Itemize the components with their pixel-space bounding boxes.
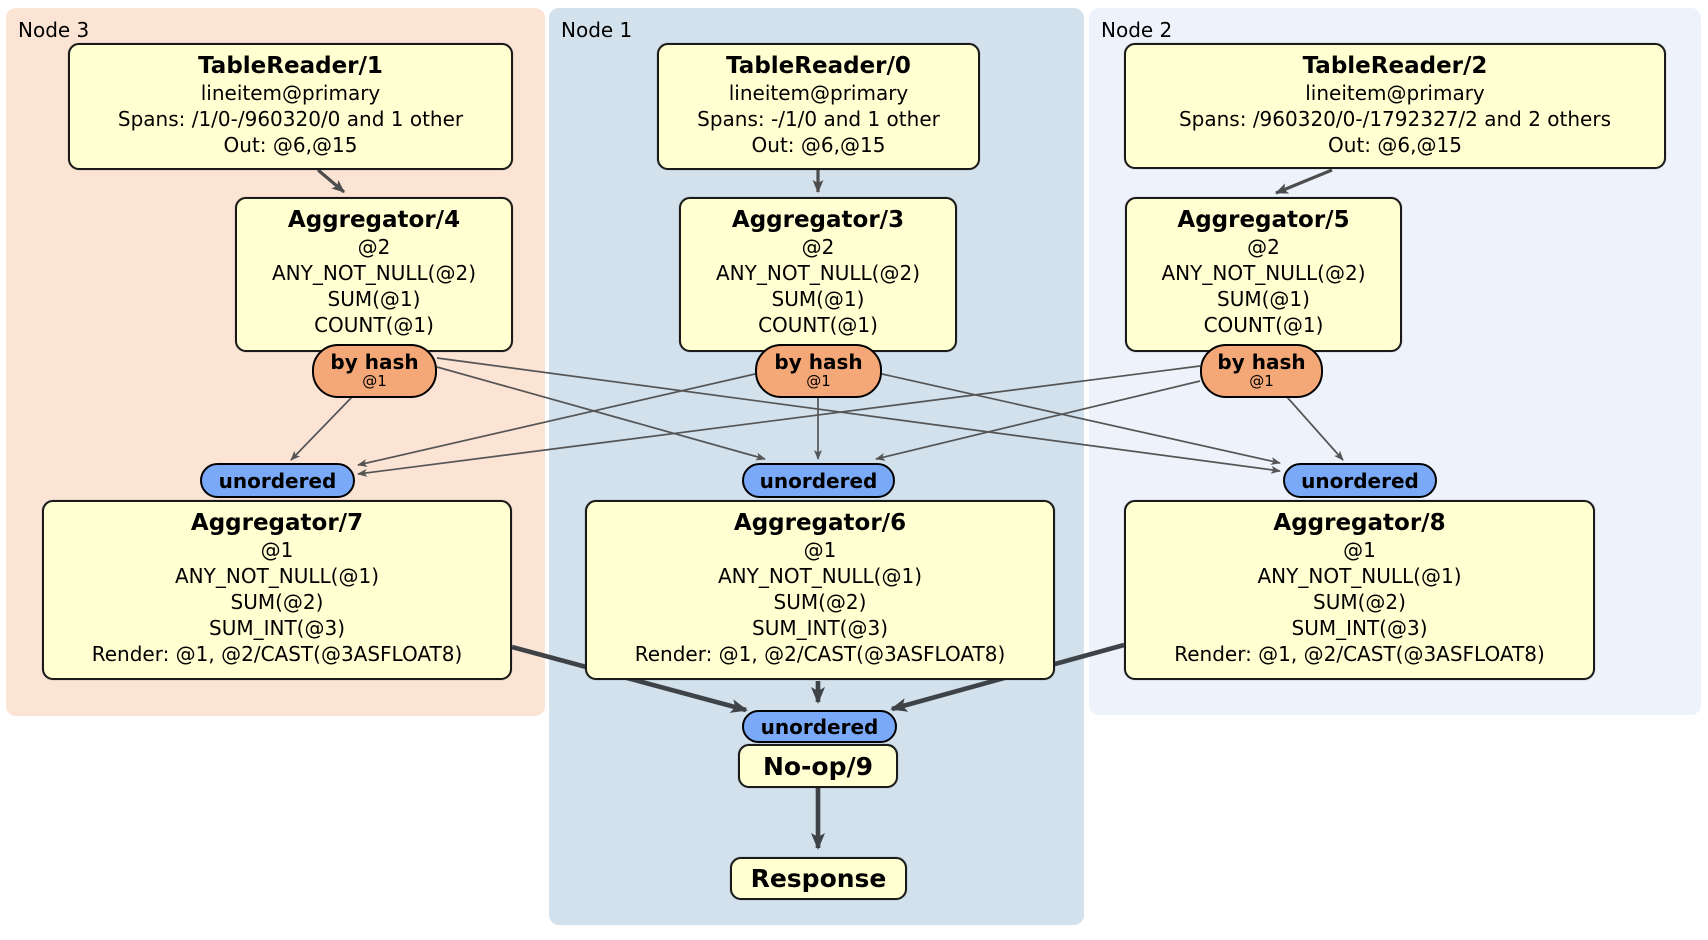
node-title: Response [750, 864, 887, 893]
node-line: @1 [260, 538, 294, 562]
edge-hash2-uno1 [357, 373, 756, 467]
stream-label: unordered [759, 468, 878, 493]
node-line: Out: @6,@15 [751, 133, 886, 157]
edge-hash3-uno3 [1286, 396, 1344, 461]
node-line: lineitem@primary [728, 81, 909, 105]
node-line: SUM(@2) [1313, 590, 1406, 614]
edge-hash1-uno2 [436, 366, 766, 461]
edge-tr1-agg4 [316, 168, 346, 194]
node-line: ANY_NOT_NULL(@1) [718, 564, 922, 588]
edge-tr2-agg5 [1275, 168, 1333, 195]
node-line: SUM(@1) [771, 287, 865, 311]
stream-label: unordered [218, 468, 337, 493]
node-line: SUM(@1) [327, 287, 421, 311]
router-by-hash-1: by hash @1 [312, 344, 437, 398]
node-line: ANY_NOT_NULL(@2) [272, 261, 476, 285]
node-line: Out: @6,@15 [1328, 133, 1462, 157]
region-node2-label: Node 2 [1101, 18, 1173, 42]
node-line: SUM(@2) [773, 590, 867, 614]
node-line: SUM_INT(@3) [1291, 616, 1428, 640]
edge-hash3-uno2 [875, 380, 1201, 461]
region-node1-label: Node 1 [561, 18, 633, 42]
stream-unordered-3: unordered [1283, 463, 1437, 498]
node-line: lineitem@primary [200, 81, 381, 105]
node-line: COUNT(@1) [1203, 313, 1324, 337]
node-line: ANY_NOT_NULL(@2) [716, 261, 920, 285]
router-by-hash-2: by hash @1 [755, 344, 882, 398]
node-line: Render: @1, @2/CAST(@3ASFLOAT8) [91, 642, 463, 666]
node-line: ANY_NOT_NULL(@2) [1161, 261, 1366, 285]
node-line: SUM_INT(@3) [209, 616, 345, 640]
node-line: Spans: -/1/0 and 1 other [697, 107, 940, 131]
node-line: SUM(@1) [1217, 287, 1310, 311]
node-line: lineitem@primary [1305, 81, 1485, 105]
router-label: by hash [1217, 350, 1306, 374]
node-title: Aggregator/8 [1273, 510, 1446, 536]
node-line: ANY_NOT_NULL(@1) [1257, 564, 1462, 588]
stream-unordered-2: unordered [742, 463, 895, 498]
stream-label: unordered [1301, 468, 1419, 493]
router-by-hash-3: by hash @1 [1200, 344, 1323, 398]
node-line: @2 [801, 235, 835, 259]
node-line: Spans: /960320/0-/1792327/2 and 2 others [1178, 107, 1611, 131]
node-line: COUNT(@1) [314, 313, 434, 337]
node-line: SUM(@2) [230, 590, 324, 614]
router-detail: @1 [1249, 372, 1274, 390]
node-title: TableReader/0 [726, 53, 911, 79]
edge-hash2-uno3 [881, 373, 1281, 465]
edge-hash3-uno1 [357, 365, 1201, 477]
node-title: Aggregator/3 [731, 207, 905, 233]
stream-unordered-4: unordered [742, 710, 897, 743]
node-title: Aggregator/5 [1177, 207, 1350, 233]
node-line: @1 [1343, 538, 1376, 562]
region-node3-label: Node 3 [18, 18, 90, 42]
tablereader-edges [316, 168, 1333, 195]
node-line: @2 [1247, 235, 1280, 259]
router-detail: @1 [806, 372, 831, 390]
router-detail: @1 [362, 372, 387, 390]
node-line: @1 [803, 538, 837, 562]
router-label: by hash [330, 350, 419, 374]
node-line: Spans: /1/0-/960320/0 and 1 other [117, 107, 464, 131]
node-line: ANY_NOT_NULL(@1) [175, 564, 379, 588]
node-title: Aggregator/4 [287, 207, 461, 233]
node-title: Aggregator/6 [733, 510, 907, 536]
edge-hash1-uno1 [290, 396, 353, 461]
node-line: Render: @1, @2/CAST(@3ASFLOAT8) [1174, 642, 1545, 666]
node-title: Aggregator/7 [190, 510, 364, 536]
router-edges [290, 357, 1344, 477]
node-noop-9: No-op/9 [738, 744, 898, 788]
node-line: Out: @6,@15 [223, 133, 358, 157]
node-title: TableReader/1 [198, 53, 383, 79]
node-line: @2 [357, 235, 391, 259]
node-line: COUNT(@1) [758, 313, 878, 337]
router-label: by hash [774, 350, 863, 374]
node-response: Response [730, 857, 907, 900]
stream-label: unordered [760, 714, 879, 739]
node-line: SUM_INT(@3) [752, 616, 888, 640]
edge-hash1-uno3 [436, 357, 1281, 474]
node-line: Render: @1, @2/CAST(@3ASFLOAT8) [634, 642, 1006, 666]
node-title: TableReader/2 [1302, 53, 1488, 79]
node-title: No-op/9 [762, 751, 874, 781]
stream-unordered-1: unordered [200, 463, 355, 498]
